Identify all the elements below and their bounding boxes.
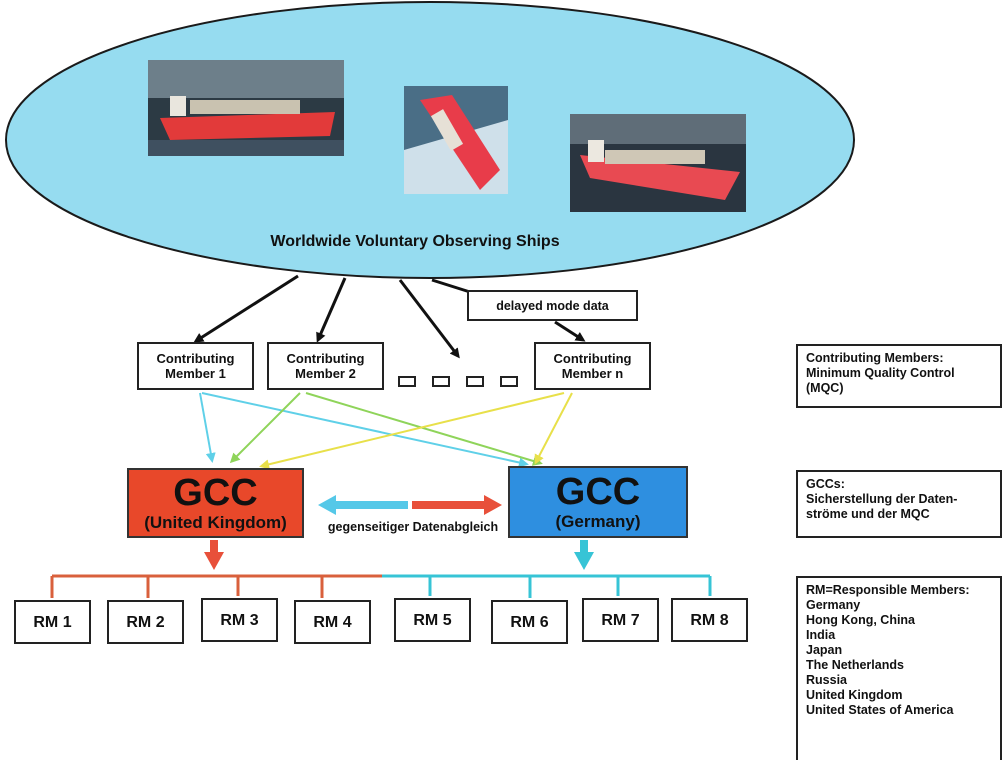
- gcc-germany-box: GCC (Germany): [508, 466, 688, 538]
- ship-photo-1: [148, 60, 344, 156]
- arrow-ships-to-cm2: [316, 277, 347, 343]
- arrow-cmn-to-gcc-uk: [259, 392, 565, 470]
- legend-responsible-members: RM=Responsible Members: Germany Hong Kon…: [796, 576, 1002, 760]
- gcc-germany-subtitle: (Germany): [555, 512, 641, 531]
- uk-distribution-line: [50, 574, 382, 598]
- rm-4-box: RM 4: [294, 600, 371, 644]
- de-down-arrow: [574, 540, 594, 570]
- contributing-member-1-label: Contributing Member 1: [156, 351, 235, 381]
- contributing-member-1-box: Contributing Member 1: [137, 342, 254, 390]
- rm-1-box: RM 1: [14, 600, 91, 644]
- gcc-uk-subtitle: (United Kingdom): [144, 513, 287, 532]
- rm-5-box: RM 5: [394, 598, 471, 642]
- rm-8-box: RM 8: [671, 598, 748, 642]
- exchange-arrow: [318, 495, 502, 515]
- arrow-ships-to-more: [398, 279, 460, 359]
- contributing-member-n-box: Contributing Member n: [534, 342, 651, 390]
- arrow-ships-to-cm1: [193, 274, 299, 343]
- contributing-member-2-label: Contributing Member 2: [286, 351, 365, 381]
- exchange-label: gegenseitiger Datenabgleich: [327, 520, 499, 534]
- ellipsis-dash: [466, 376, 484, 387]
- arrow-ships-to-delayed: [431, 278, 471, 294]
- arrow-delayed-to-cmn: [554, 320, 586, 342]
- gcc-uk-box: GCC (United Kingdom): [127, 468, 304, 538]
- ship-photo-3: [570, 114, 746, 212]
- ellipsis-dash: [432, 376, 450, 387]
- contributing-member-2-box: Contributing Member 2: [267, 342, 384, 390]
- arrow-cm1-to-gcc-de: [201, 392, 529, 468]
- ellipsis-dash: [500, 376, 518, 387]
- uk-down-arrow: [204, 540, 224, 570]
- arrow-cmn-to-gcc-de: [534, 392, 573, 465]
- rm-3-box: RM 3: [201, 598, 278, 642]
- legend-gccs: GCCs: Sicherstellung der Daten- ströme u…: [796, 470, 1002, 538]
- rm-6-box: RM 6: [491, 600, 568, 644]
- diagram-title: Worldwide Voluntary Observing Ships: [270, 233, 560, 250]
- contributing-member-n-label: Contributing Member n: [553, 351, 632, 381]
- rm-7-box: RM 7: [582, 598, 659, 642]
- arrow-cm2-to-gcc-uk: [229, 392, 301, 464]
- legend-contributing-members: Contributing Members: Minimum Quality Co…: [796, 344, 1002, 408]
- de-distribution-line: [382, 574, 712, 598]
- rm-2-box: RM 2: [107, 600, 184, 644]
- gcc-germany-title: GCC: [555, 471, 641, 513]
- ship-photo-2: [404, 86, 508, 194]
- delayed-mode-label: delayed mode data: [467, 290, 638, 321]
- ellipsis-dash: [398, 376, 416, 387]
- gcc-uk-title: GCC: [173, 472, 258, 514]
- arrow-cm1-to-gcc-uk: [199, 392, 216, 463]
